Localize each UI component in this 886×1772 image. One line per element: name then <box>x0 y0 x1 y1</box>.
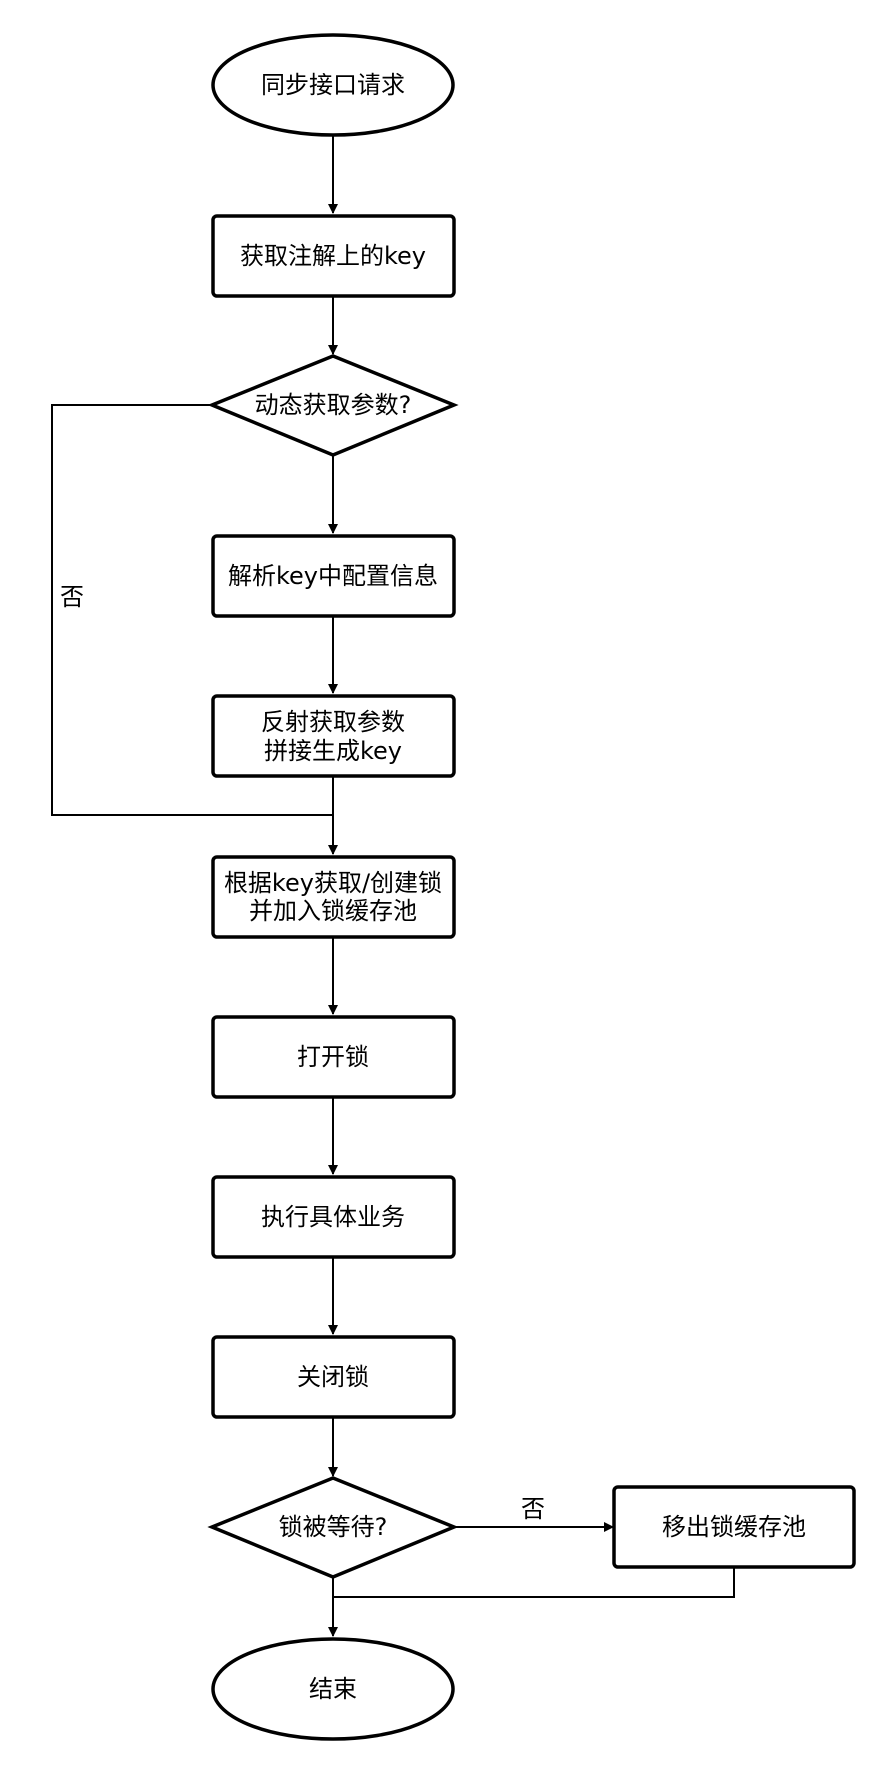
close-lock-label: 关闭锁 <box>297 1363 369 1391</box>
parse-key-label: 解析key中配置信息 <box>228 562 438 590</box>
edges <box>51 136 735 1637</box>
nodes: 同步接口请求 获取注解上的key 动态获取参数? 解析key中配置信息 反射获取… <box>207 33 856 1741</box>
create-lock-process <box>211 855 456 939</box>
get-key-label: 获取注解上的key <box>240 242 426 270</box>
close-lock-process <box>211 1335 456 1419</box>
reflect-label-line2: 拼接生成key <box>264 737 402 765</box>
reflect-process <box>211 694 456 778</box>
dynamic-param-decision <box>207 354 459 457</box>
parse-key-process <box>211 534 456 618</box>
dynamic-param-label: 动态获取参数? <box>255 391 412 419</box>
end-terminal <box>211 1637 455 1741</box>
remove-from-pool-label: 移出锁缓存池 <box>662 1513 806 1541</box>
execute-label: 执行具体业务 <box>261 1203 405 1231</box>
edge-dynamic-param-no-branch <box>51 404 333 816</box>
get-key-process <box>211 214 456 298</box>
create-lock-label-line1: 根据key获取/创建锁 <box>224 869 442 897</box>
open-lock-process <box>211 1015 456 1099</box>
edge-labels: 否 否 <box>60 583 545 1523</box>
create-lock-label-line2: 并加入锁缓存池 <box>249 897 417 925</box>
waited-no-label: 否 <box>521 1495 545 1523</box>
start-terminal <box>211 33 455 137</box>
start-terminal-label: 同步接口请求 <box>261 71 405 99</box>
remove-from-pool-process <box>612 1485 856 1569</box>
execute-process <box>211 1175 456 1259</box>
lock-waited-label: 锁被等待? <box>279 1513 388 1541</box>
dynamic-no-label: 否 <box>60 583 84 611</box>
open-lock-label: 打开锁 <box>297 1043 369 1071</box>
lock-waited-decision <box>207 1476 459 1579</box>
end-terminal-label: 结束 <box>309 1675 357 1703</box>
edge-remove-to-end-merge <box>333 1567 735 1598</box>
reflect-label-line1: 反射获取参数 <box>261 708 405 736</box>
